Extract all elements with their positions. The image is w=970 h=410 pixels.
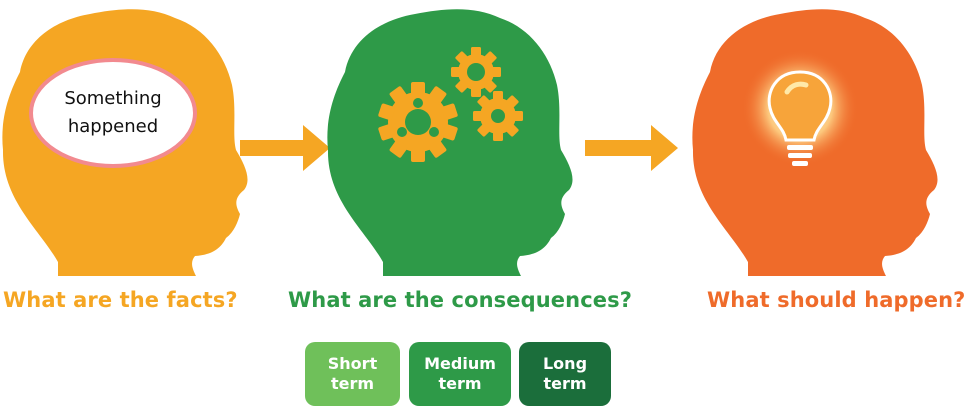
term-box-long: Long term bbox=[519, 342, 611, 406]
term-long-line-1: Long bbox=[542, 354, 588, 373]
term-short-line-2: term bbox=[330, 374, 375, 393]
caption-should-happen: What should happen? bbox=[707, 288, 966, 312]
term-medium-line-1: Medium bbox=[424, 354, 496, 373]
term-box-medium: Medium term bbox=[409, 342, 511, 406]
head-silhouette-icon bbox=[327, 9, 573, 277]
bubble-line-1: Something bbox=[64, 88, 161, 109]
right-arrow-icon bbox=[240, 125, 330, 171]
bubble-line-2: happened bbox=[68, 116, 158, 137]
lightbulb-icon bbox=[742, 50, 858, 166]
term-medium-line-2: term bbox=[438, 374, 482, 393]
gears-icon bbox=[377, 47, 523, 162]
thought-bubble-icon: Something happened bbox=[29, 58, 197, 168]
head-consequences bbox=[327, 9, 573, 277]
head-facts: Something happened bbox=[2, 9, 248, 277]
caption-consequences: What are the consequences? bbox=[288, 288, 632, 312]
caption-facts: What are the facts? bbox=[3, 288, 238, 312]
term-short-line-1: Short bbox=[327, 354, 378, 373]
right-arrow-icon bbox=[585, 125, 678, 171]
term-long-line-2: term bbox=[543, 374, 587, 393]
term-box-short: Short term bbox=[305, 342, 400, 406]
